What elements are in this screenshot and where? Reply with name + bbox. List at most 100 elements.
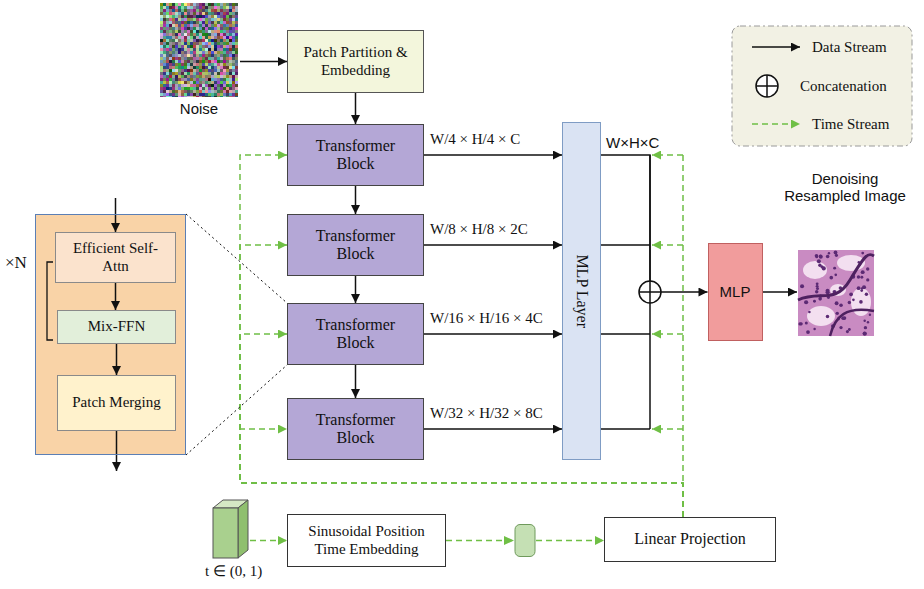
noise-pixel	[211, 54, 214, 57]
noise-pixel	[178, 21, 181, 24]
noise-pixel	[169, 30, 172, 33]
noise-pixel	[184, 36, 187, 39]
noise-pixel	[220, 42, 223, 45]
noise-pixel	[172, 60, 175, 63]
noise-pixel	[220, 9, 223, 12]
noise-pixel	[178, 69, 181, 72]
noise-pixel	[184, 30, 187, 33]
legend-text: Time Stream	[812, 115, 889, 133]
noise-pixel	[190, 42, 193, 45]
noise-pixel	[229, 75, 232, 78]
noise-pixel	[178, 84, 181, 87]
noise-pixel	[187, 6, 190, 9]
noise-pixel	[202, 21, 205, 24]
noise-pixel	[199, 78, 202, 81]
noise-pixel	[226, 69, 229, 72]
noise-pixel	[184, 33, 187, 36]
noise-pixel	[172, 12, 175, 15]
noise-pixel	[208, 48, 211, 51]
data-stream-arrow	[424, 244, 562, 246]
noise-pixel	[187, 93, 190, 96]
arrow-head	[504, 536, 514, 545]
noise-pixel	[187, 51, 190, 54]
noise-pixel	[229, 6, 232, 9]
noise-pixel	[208, 54, 211, 57]
noise-pixel	[181, 36, 184, 39]
data-stream-arrow	[763, 291, 798, 293]
noise-pixel	[178, 54, 181, 57]
noise-pixel	[211, 39, 214, 42]
noise-pixel	[190, 81, 193, 84]
noise-pixel	[223, 12, 226, 15]
noise-pixel	[190, 39, 193, 42]
noise-pixel	[220, 66, 223, 69]
noise-pixel	[217, 93, 220, 96]
noise-pixel	[217, 36, 220, 39]
noise-pixel	[169, 33, 172, 36]
noise-pixel	[175, 45, 178, 48]
noise-pixel	[226, 42, 229, 45]
noise-pixel	[166, 69, 169, 72]
noise-pixel	[169, 12, 172, 15]
noise-pixel	[217, 84, 220, 87]
noise-pixel	[208, 42, 211, 45]
noise-pixel	[202, 93, 205, 96]
noise-pixel	[190, 87, 193, 90]
noise-pixel	[184, 6, 187, 9]
noise-pixel	[193, 87, 196, 90]
noise-pixel	[202, 6, 205, 9]
noise-pixel	[196, 15, 199, 18]
noise-pixel	[208, 84, 211, 87]
noise-pixel	[220, 93, 223, 96]
noise-pixel	[184, 45, 187, 48]
noise-pixel	[178, 48, 181, 51]
noise-pixel	[160, 6, 163, 9]
noise-pixel	[175, 66, 178, 69]
zoom-panel: ×NEfficient Self-AttnMix-FFNPatch Mergin…	[35, 214, 186, 455]
noise-pixel	[166, 39, 169, 42]
noise-pixel	[202, 72, 205, 75]
noise-pixel	[214, 75, 217, 78]
noise-pixel	[235, 57, 238, 60]
noise-pixel	[205, 96, 208, 97]
noise-pixel	[202, 9, 205, 12]
noise-pixel	[166, 45, 169, 48]
noise-pixel	[178, 27, 181, 30]
noise-pixel	[172, 84, 175, 87]
noise-pixel	[226, 36, 229, 39]
noise-pixel	[187, 21, 190, 24]
noise-pixel	[223, 87, 226, 90]
noise-pixel	[217, 81, 220, 84]
noise-pixel	[181, 27, 184, 30]
noise-pixel	[160, 66, 163, 69]
noise-pixel	[193, 18, 196, 21]
noise-pixel	[217, 3, 220, 6]
noise-pixel	[172, 42, 175, 45]
noise-pixel	[202, 90, 205, 93]
noise-pixel	[190, 15, 193, 18]
noise-pixel	[184, 87, 187, 90]
noise-pixel	[190, 96, 193, 97]
noise-pixel	[223, 24, 226, 27]
noise-pixel	[169, 66, 172, 69]
time-stream-arrow	[250, 540, 287, 542]
time-stream-line	[682, 155, 684, 483]
noise-pixel	[160, 48, 163, 51]
bus-line	[601, 428, 650, 430]
noise-pixel	[193, 78, 196, 81]
noise-pixel	[175, 21, 178, 24]
noise-pixel	[217, 72, 220, 75]
noise-pixel	[220, 18, 223, 21]
noise-pixel	[172, 21, 175, 24]
time-stream-arrow	[652, 244, 683, 246]
noise-pixel	[220, 84, 223, 87]
noise-pixel	[172, 24, 175, 27]
noise-pixel	[223, 60, 226, 63]
noise-pixel	[193, 51, 196, 54]
noise-pixel	[205, 42, 208, 45]
noise-pixel	[181, 60, 184, 63]
noise-pixel	[178, 9, 181, 12]
noise-pixel	[181, 21, 184, 24]
noise-pixel	[208, 36, 211, 39]
